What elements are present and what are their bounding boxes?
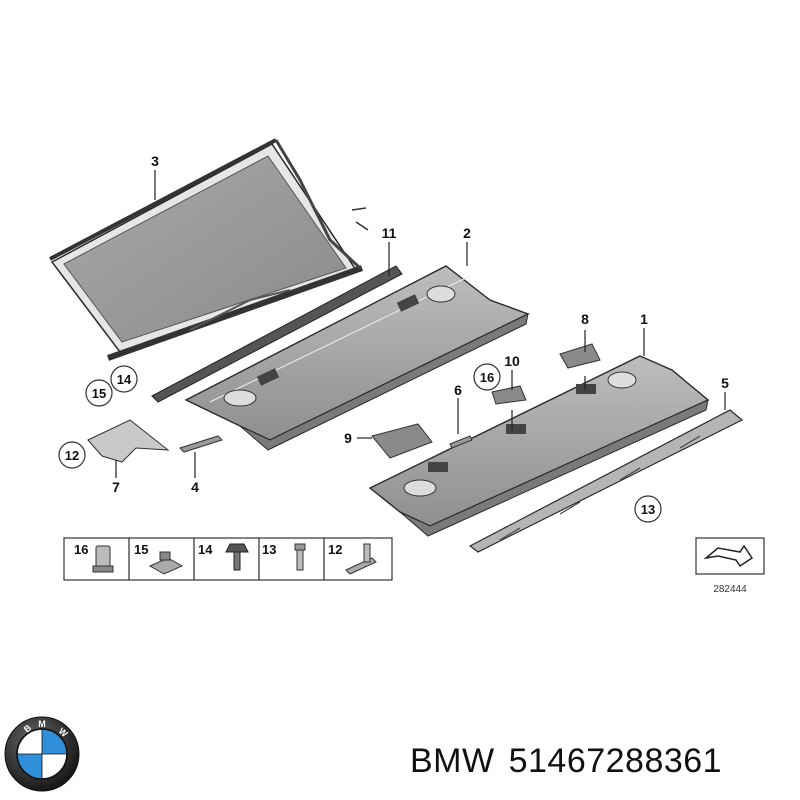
roller-blind-part xyxy=(49,138,369,361)
circled-callouts: 15 14 12 16 13 xyxy=(58,363,662,523)
callout-16: 16 xyxy=(480,370,494,385)
diagram-number-box: 282444 xyxy=(695,537,765,595)
svg-text:B: B xyxy=(22,722,34,734)
clip-icon-16 xyxy=(92,545,114,573)
callout-2: 2 xyxy=(463,225,471,241)
callout-12: 12 xyxy=(65,448,79,463)
callout-7: 7 xyxy=(112,479,120,495)
bmw-logo: B M W xyxy=(4,716,80,792)
push-rivet-icon-14 xyxy=(225,543,249,571)
callout-labels: 3 11 2 8 1 10 5 6 9 7 4 xyxy=(112,153,729,495)
legend-item-15: 15 xyxy=(134,542,148,557)
parcel-shelf-upper-part xyxy=(184,265,530,451)
brand-name: BMW xyxy=(410,742,495,780)
callout-6: 6 xyxy=(454,382,462,398)
diagram-number: 282444 xyxy=(713,584,747,595)
trim-strip-part xyxy=(468,409,744,553)
callout-9: 9 xyxy=(344,430,352,446)
bracket-icon-12 xyxy=(345,543,377,575)
callout-8: 8 xyxy=(581,311,589,327)
part-number: 51467288361 xyxy=(508,742,723,780)
callout-4: 4 xyxy=(191,479,199,495)
callout-10: 10 xyxy=(504,353,520,369)
leader-lines xyxy=(115,170,726,478)
callout-1: 1 xyxy=(640,311,648,327)
callout-5: 5 xyxy=(721,375,729,391)
small-parts xyxy=(87,343,601,463)
callout-15: 15 xyxy=(92,386,106,401)
callout-11: 11 xyxy=(382,225,397,241)
screw-icon-13 xyxy=(294,543,306,571)
legend-item-16: 16 xyxy=(74,542,88,557)
svg-text:M: M xyxy=(38,719,46,729)
callout-14: 14 xyxy=(117,372,132,387)
legend-item-13: 13 xyxy=(262,542,276,557)
parcel-shelf-lower-part xyxy=(368,355,710,537)
legend-item-14: 14 xyxy=(198,542,213,557)
callout-13: 13 xyxy=(641,502,655,517)
callout-3: 3 xyxy=(151,153,159,169)
fastener-legend: 16 15 14 13 12 xyxy=(63,537,393,581)
part-caption: BMW 51467288361 xyxy=(410,742,790,784)
clip-icon-15 xyxy=(148,551,184,575)
legend-item-12: 12 xyxy=(328,542,342,557)
seal-strip-part xyxy=(151,265,403,403)
